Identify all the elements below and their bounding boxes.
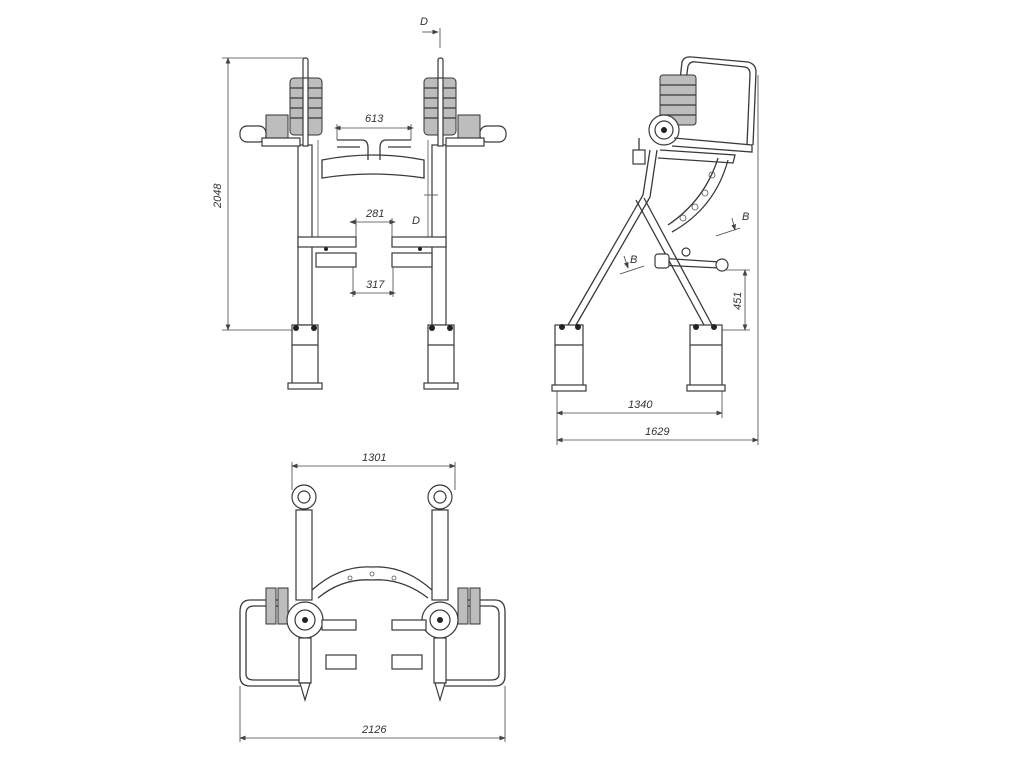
dimension-overall-width: 2126 — [239, 686, 506, 742]
right-tube — [427, 484, 453, 601]
footplates — [297, 236, 447, 268]
dimension-label-1340: 1340 — [628, 399, 653, 411]
dimension-label-2048: 2048 — [212, 183, 224, 209]
dimension-footplate-gap-bottom: 317 — [349, 267, 396, 297]
top-crossbar — [311, 566, 433, 599]
dimension-handle-height: 451 — [722, 269, 750, 331]
pulley-wheel — [648, 114, 680, 146]
foot-lever — [654, 247, 729, 272]
left-post — [287, 57, 323, 390]
dimension-label-281: 281 — [365, 208, 384, 220]
frame-legs — [551, 149, 726, 392]
section-mark-d-mid: D — [412, 194, 438, 227]
section-label-d: D — [412, 215, 420, 227]
side-weight-stack — [659, 74, 697, 126]
section-label-b: B — [742, 211, 749, 223]
adjustment-arc — [667, 157, 729, 233]
dimension-post-spacing: 1301 — [291, 452, 456, 490]
dimension-footplate-gap-top: 281 — [349, 208, 396, 237]
section-mark-b-lower: B — [619, 254, 645, 275]
dimension-base-length: 1340 — [556, 391, 723, 445]
dimension-height: 2048 — [212, 57, 305, 331]
dimension-label-451: 451 — [732, 292, 744, 310]
seat — [632, 137, 753, 165]
top-view: 1301 — [239, 452, 506, 742]
top-footplates — [321, 619, 427, 670]
right-weight-stack — [423, 77, 507, 147]
section-mark-b-upper: B — [715, 211, 749, 237]
dimension-handle-width: 613 — [334, 113, 414, 140]
dimension-overall-length: 1629 — [556, 75, 759, 445]
section-label-d: D — [420, 16, 428, 28]
backrest-frame — [679, 56, 757, 146]
section-label-b: B — [630, 254, 637, 266]
section-mark-d-top: D — [420, 16, 441, 48]
front-view: D 2048 — [212, 16, 507, 390]
dimension-label-317: 317 — [366, 279, 385, 291]
top-pulleys — [286, 601, 459, 703]
dimension-label-613: 613 — [365, 113, 384, 125]
top-weights — [265, 587, 481, 625]
side-view: B B 451 1340 1629 — [551, 56, 759, 445]
dimension-label-1629: 1629 — [645, 426, 669, 438]
outer-loops — [239, 599, 506, 687]
dimension-label-1301: 1301 — [362, 452, 386, 464]
right-post — [423, 57, 459, 390]
crossbar — [321, 139, 425, 179]
left-weight-stack — [239, 77, 323, 147]
dimension-label-2126: 2126 — [361, 724, 387, 736]
left-tube — [291, 484, 317, 601]
